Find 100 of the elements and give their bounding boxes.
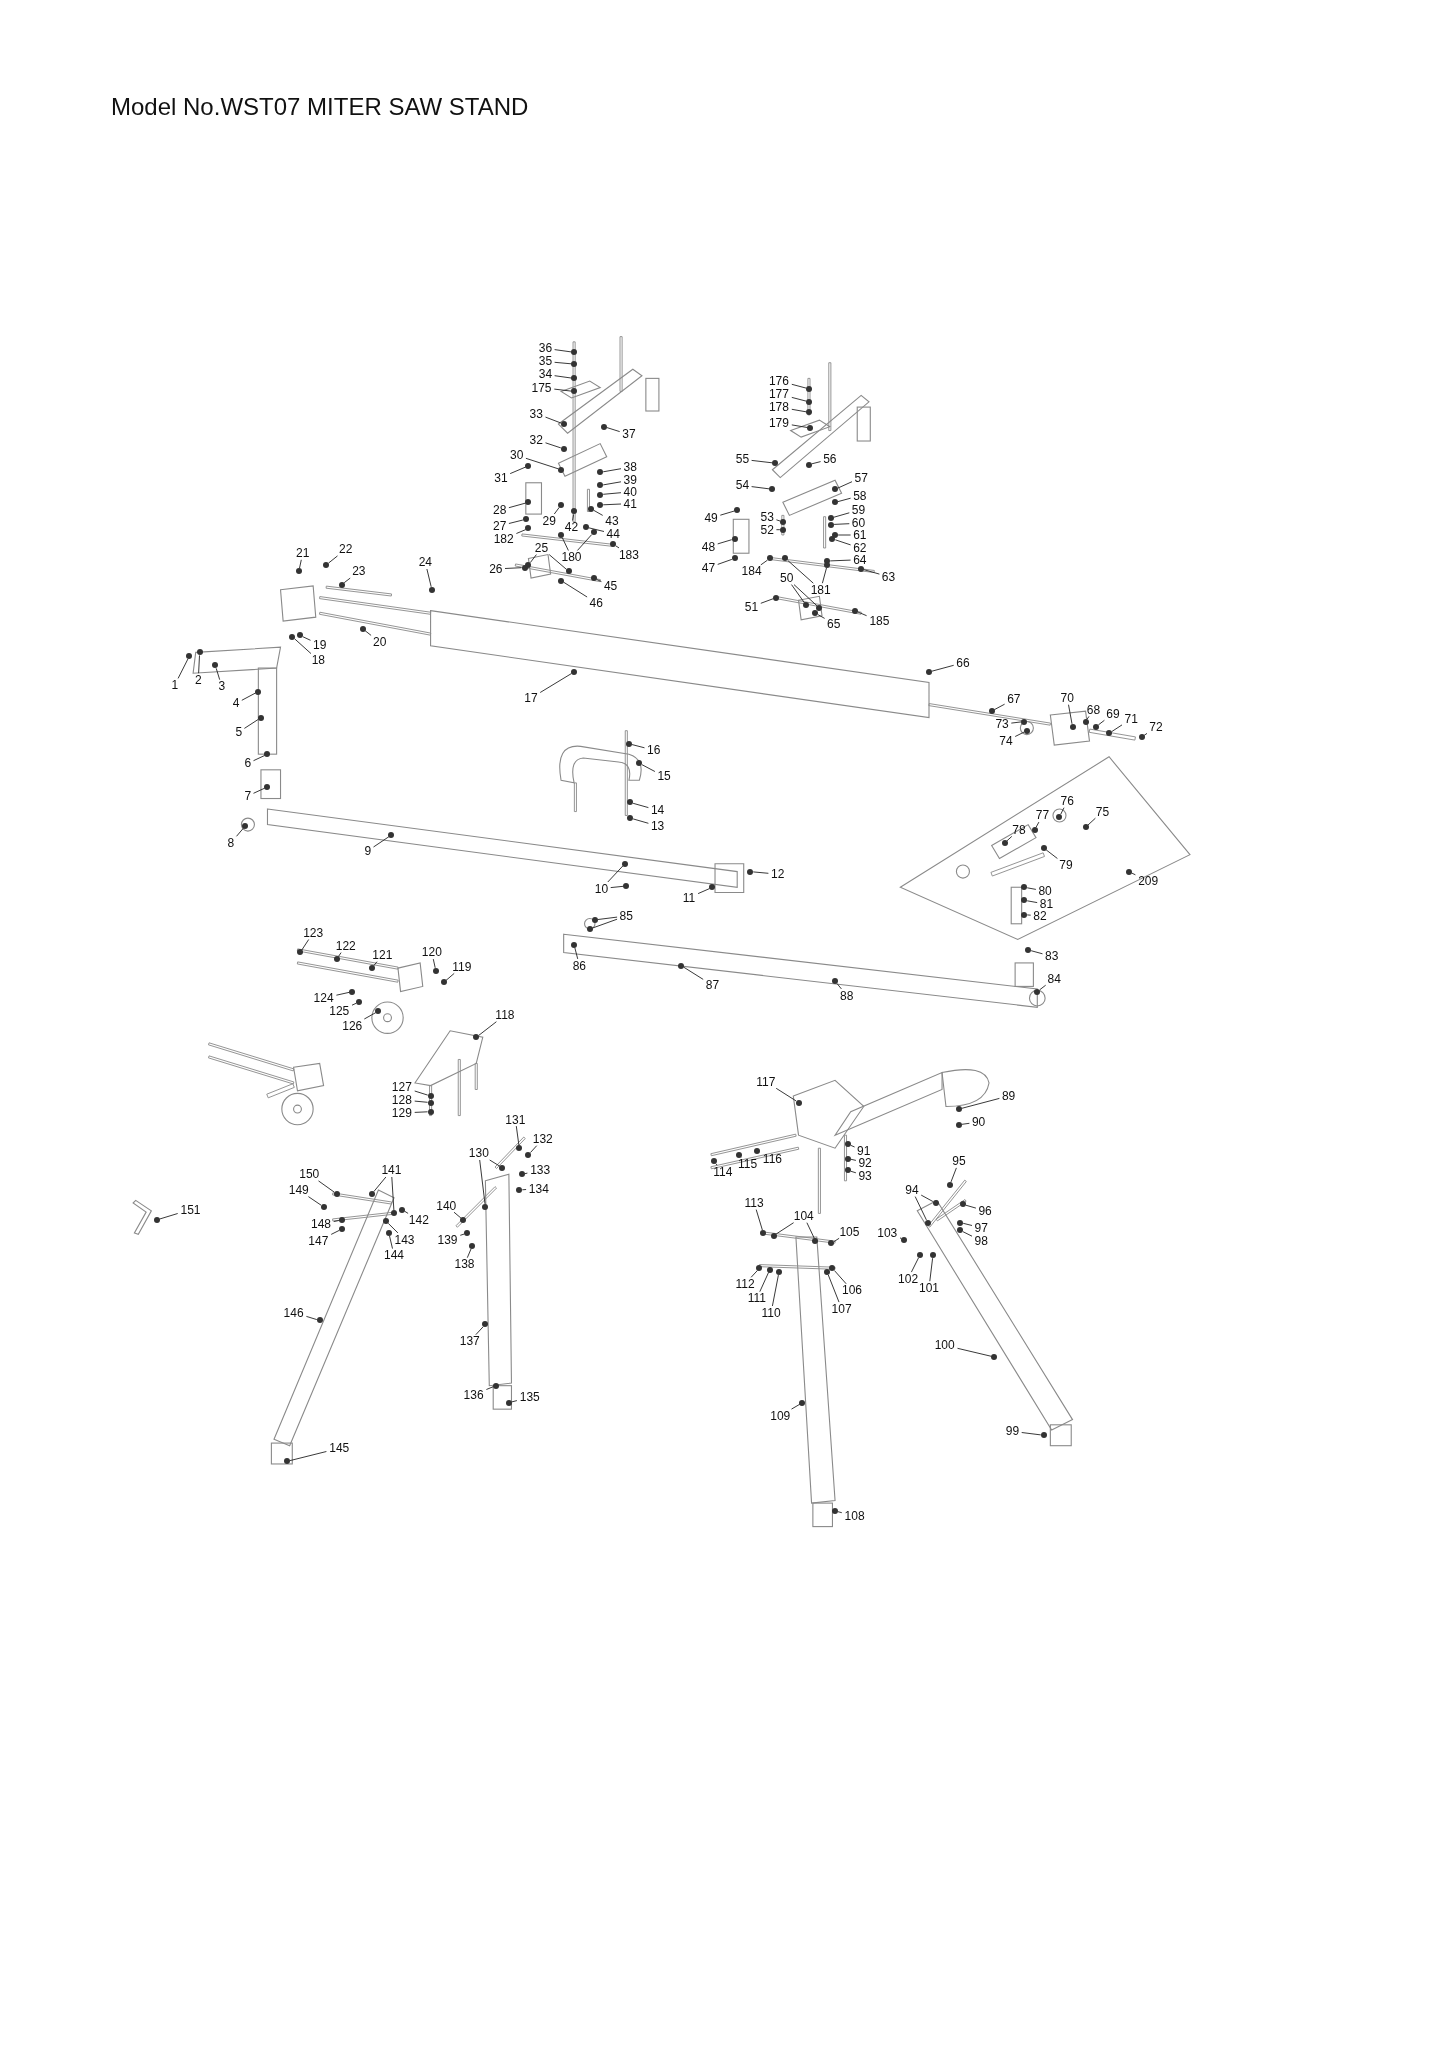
part-marker <box>832 499 839 506</box>
leader-line <box>751 459 773 464</box>
callout-number: 65 <box>827 617 841 630</box>
leader-line <box>576 534 593 551</box>
leader-line <box>545 416 562 424</box>
callout-number: 84 <box>1047 972 1061 985</box>
leader-line <box>414 1111 429 1113</box>
part-marker <box>731 555 738 562</box>
part-marker <box>571 349 578 356</box>
part-marker <box>383 1218 390 1225</box>
part-marker <box>779 526 786 533</box>
callout-number: 69 <box>1106 707 1120 720</box>
part-marker <box>832 486 839 493</box>
callout-number: 131 <box>505 1113 526 1126</box>
part-marker <box>946 1181 953 1188</box>
leader-line <box>752 871 769 874</box>
callout-number: 115 <box>738 1157 758 1170</box>
part-marker <box>349 988 356 995</box>
leader-line <box>525 457 559 470</box>
callout-number: 138 <box>454 1258 475 1271</box>
leader-line <box>1026 900 1038 904</box>
part-marker <box>196 649 203 656</box>
callout-number: 89 <box>1001 1090 1016 1102</box>
leader-line <box>602 481 622 486</box>
callout-number: 185 <box>869 615 890 628</box>
part-marker <box>795 1099 802 1106</box>
part-marker <box>924 1219 931 1226</box>
callout-number: 120 <box>421 946 442 959</box>
part-marker <box>770 1232 777 1239</box>
leader-line <box>524 1172 528 1175</box>
part-marker <box>571 508 578 515</box>
callout-number: 97 <box>974 1221 988 1234</box>
part-marker <box>731 535 738 542</box>
callout-number: 11 <box>682 891 696 904</box>
leader-line <box>508 519 524 524</box>
leader-line <box>1026 887 1037 890</box>
leader-line <box>929 1257 934 1282</box>
leader-line <box>515 1125 520 1146</box>
callout-number: 142 <box>408 1213 429 1226</box>
part-marker <box>956 1106 962 1113</box>
part-marker <box>525 462 532 469</box>
callout-number: 111 <box>747 1292 766 1305</box>
callout-number: 57 <box>854 471 868 484</box>
callout-number: 127 <box>391 1080 412 1093</box>
part-marker <box>828 521 835 528</box>
part-marker <box>505 1399 512 1406</box>
part-marker <box>597 491 604 498</box>
leader-line <box>750 1270 758 1278</box>
leader-line <box>445 972 455 981</box>
part-marker <box>812 1237 819 1244</box>
callout-number: 28 <box>493 504 507 517</box>
part-marker <box>734 507 741 514</box>
part-marker <box>571 361 578 368</box>
part-marker <box>582 524 589 531</box>
leader-line <box>863 569 880 575</box>
leader-line <box>389 1235 393 1250</box>
leader-line <box>1111 724 1123 733</box>
leader-line <box>426 568 432 588</box>
part-marker <box>295 568 302 575</box>
part-marker <box>845 1167 852 1174</box>
part-marker <box>264 751 271 758</box>
part-marker <box>388 832 395 839</box>
leader-line <box>414 1090 429 1096</box>
leader-line <box>811 461 822 465</box>
callout-number: 112 <box>735 1277 755 1290</box>
callout-number: 110 <box>761 1306 781 1319</box>
leader-line <box>1010 721 1022 724</box>
leader-line <box>615 545 620 549</box>
part-marker <box>212 662 219 669</box>
part-marker <box>957 1227 964 1234</box>
leader-line <box>834 539 852 546</box>
part-marker <box>186 653 193 660</box>
callout-number: 105 <box>839 1225 860 1238</box>
part-marker <box>832 1507 839 1514</box>
part-marker <box>297 632 304 639</box>
part-marker <box>591 916 598 923</box>
leader-line <box>243 718 259 729</box>
part-marker <box>807 424 814 431</box>
callout-number: 121 <box>372 949 393 962</box>
leader-line <box>791 424 808 428</box>
part-marker <box>932 1200 939 1206</box>
callout-number: 47 <box>701 561 716 574</box>
part-marker <box>289 633 296 640</box>
callout-number: 56 <box>823 453 837 466</box>
callout-number: 94 <box>905 1183 919 1196</box>
leader-line <box>553 506 560 515</box>
leader-line <box>1026 914 1032 916</box>
callout-number: 62 <box>853 542 867 554</box>
callout-number: 29 <box>542 514 556 527</box>
callout-number: 130 <box>468 1147 489 1160</box>
callout-number: 59 <box>851 504 866 517</box>
leader-line <box>850 1144 856 1148</box>
part-marker <box>803 602 810 609</box>
leader-line <box>307 1196 322 1206</box>
leader-line <box>760 559 768 566</box>
callout-number: 15 <box>657 770 671 783</box>
callout-number: 86 <box>572 959 586 972</box>
part-marker <box>338 581 345 588</box>
part-marker <box>571 375 578 382</box>
callout-number: 139 <box>437 1233 458 1246</box>
